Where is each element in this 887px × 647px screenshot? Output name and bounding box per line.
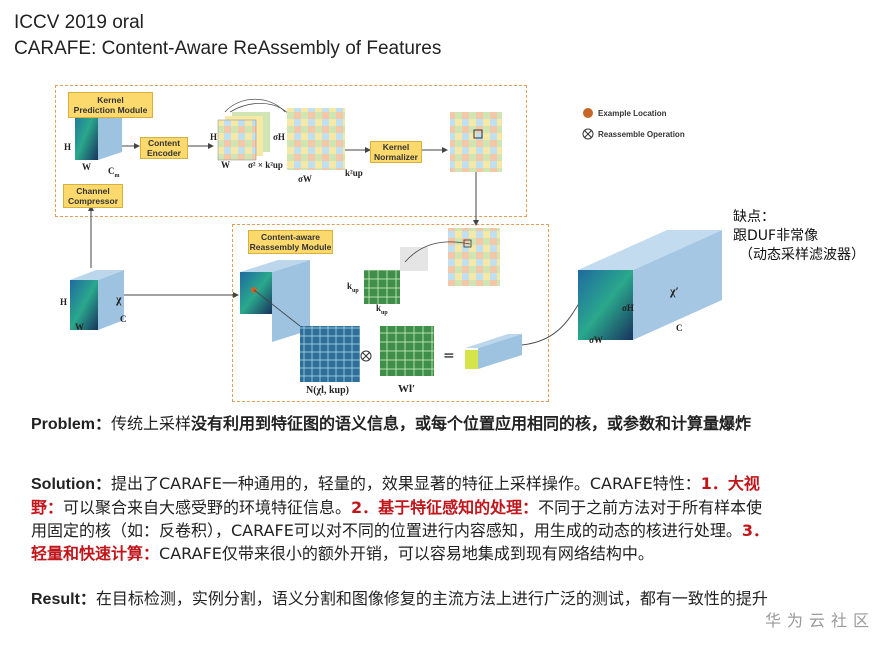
input-feature-cube: [70, 270, 124, 330]
label-W-top: W: [82, 162, 91, 172]
kernel-weights-grid: [380, 326, 434, 376]
example-location-icon: [583, 108, 593, 118]
kernel-prediction-module-label: Kernel Prediction Module: [68, 92, 153, 118]
label-kup2: k²up: [345, 168, 363, 178]
problem-text: 传统上采样: [111, 414, 192, 433]
result-paragraph: Result：在目标检测，实例分割，语义分割和图像修复的主流方法上进行广泛的测试…: [31, 587, 771, 611]
result-text: 在目标检测，实例分割，语义分割和图像修复的主流方法上进行广泛的测试，都有一致性的…: [95, 589, 768, 608]
legend-reassemble-operation: Reassemble Operation: [598, 130, 685, 139]
label-chi: χ: [116, 292, 122, 306]
content-encoder-box: Content Encoder: [140, 137, 188, 159]
reassembly-feature-cube: [240, 260, 310, 342]
output-feature-cube: [578, 230, 722, 340]
slide-title-venue: ICCV 2019 oral: [14, 12, 144, 33]
kernel-lookup-grid: [364, 270, 400, 304]
reshaped-kernel-map: [287, 108, 345, 170]
label-Cm: Cm: [108, 166, 120, 179]
note-drawback-line3: （动态采样滤波器）: [739, 247, 865, 263]
normalized-kernel-map: [450, 112, 502, 172]
svg-text:=: =: [443, 348, 455, 364]
label-C-input: C: [120, 314, 127, 324]
label-C-out: C: [676, 323, 683, 333]
label-H-top: H: [64, 142, 72, 152]
content-aware-module-label: Content-aware Reassembly Module: [248, 230, 333, 254]
solution-intro: 提出了CARAFE一种通用的，轻量的，效果显著的特征上采样操作。CARAFE特性…: [111, 474, 701, 493]
label-sigmaW-out: σW: [589, 335, 603, 345]
label-W-grid: W: [221, 160, 230, 170]
problem-bold-text: 没有利用到特征图的语义信息，或每个位置应用相同的核，或参数和计算量爆炸: [191, 414, 752, 433]
label-H-grid: H: [210, 132, 218, 142]
note-drawback-line2: 跟DUF非常像: [733, 228, 819, 244]
label-neighborhood: N(χl, kup): [306, 385, 349, 396]
reassemble-operation-icon: [582, 128, 594, 140]
problem-paragraph: Problem：传统上采样没有利用到特征图的语义信息，或每个位置应用相同的核，或…: [31, 412, 771, 436]
label-sigma2-kup2: σ² × k²up: [248, 160, 283, 170]
label-chi-prime: χ′: [670, 284, 679, 298]
solution-point-3: 3．轻量和快速计算：: [31, 521, 769, 563]
label-kup-left: kup: [347, 281, 359, 294]
problem-label: Problem：: [31, 416, 112, 433]
channel-compressor-box: Channel Compressor: [63, 184, 123, 208]
kernel-map-lower: [448, 228, 500, 286]
solution-text-3: CARAFE仅带来很小的额外开销，可以容易地集成到现有网络结构中。: [159, 544, 654, 563]
result-label: Result：: [31, 591, 96, 608]
legend-example-location: Example Location: [598, 109, 667, 118]
solution-paragraph: Solution：提出了CARAFE一种通用的，轻量的，效果显著的特征上采样操作…: [31, 472, 771, 565]
solution-label: Solution：: [31, 476, 111, 493]
label-kup-bottom: kup: [376, 303, 388, 316]
note-drawback-title: 缺点：: [733, 209, 775, 225]
kernel-prediction-frame: [55, 85, 527, 217]
label-H-input: H: [60, 297, 68, 307]
solution-point-2: 2．基于特征感知的处理：: [351, 498, 539, 517]
label-sigmaH-top: σH: [273, 132, 285, 142]
label-W-input: W: [75, 322, 84, 332]
label-sigmaH-out: σH: [622, 303, 634, 313]
solution-point-1: 1．大视野：: [31, 474, 760, 517]
watermark: 华为云社区: [764, 611, 875, 630]
output-vector: [465, 334, 522, 369]
label-sigmaW-top: σW: [298, 174, 312, 184]
solution-text-2: 不同于之前方法对于所有样本使用固定的核（如：反卷积），CARAFE可以对不同的位…: [31, 498, 763, 540]
encoded-kernels-grid: [217, 112, 270, 161]
solution-text-1: 可以聚合来自大感受野的环境特征信息。: [63, 498, 352, 517]
kernel-normalizer-box: Kernel Normalizer: [370, 141, 422, 163]
neighborhood-grid: [300, 326, 360, 382]
reassembly-frame: [232, 224, 549, 402]
slide-title-paper: CARAFE: Content-Aware ReAssembly of Feat…: [14, 38, 442, 59]
label-kernel-weights: Wl′: [398, 383, 416, 395]
